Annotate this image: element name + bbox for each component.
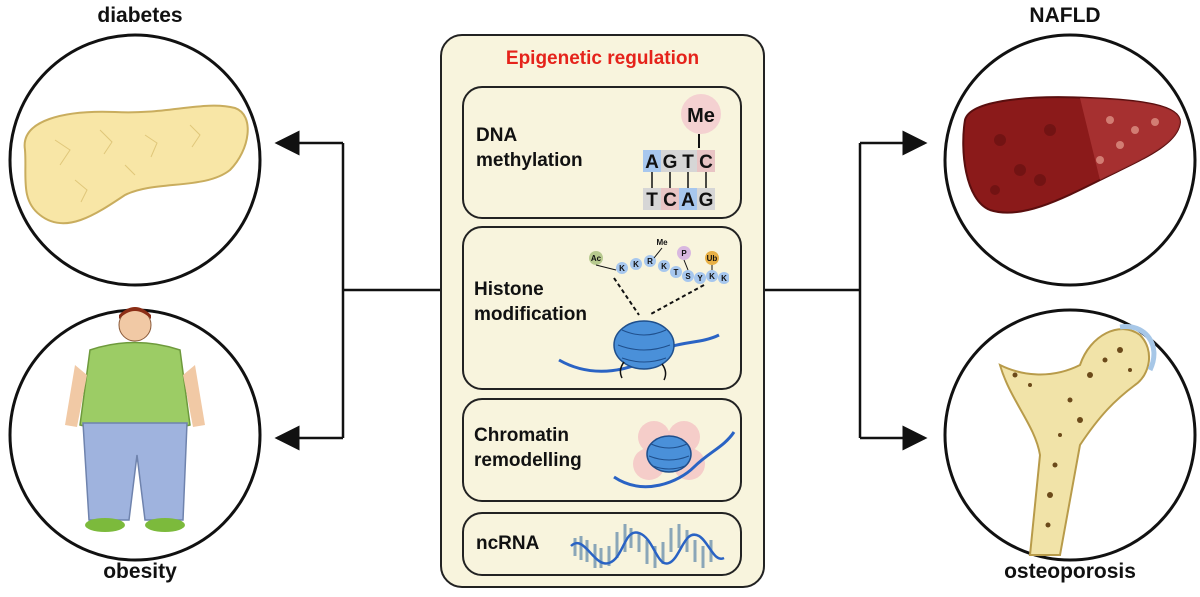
label-osteoporosis: osteoporosis bbox=[1004, 560, 1136, 583]
svg-text:S: S bbox=[685, 272, 691, 281]
svg-text:Me: Me bbox=[656, 238, 668, 247]
svg-text:A: A bbox=[645, 152, 659, 173]
me-mark: Me bbox=[687, 105, 715, 127]
pancreas-icon bbox=[23, 104, 249, 225]
liver-circle bbox=[943, 33, 1197, 287]
svg-text:G: G bbox=[699, 190, 714, 211]
obese-person-icon bbox=[65, 307, 205, 532]
obesity-circle bbox=[8, 307, 262, 562]
epigenetic-regulation-box: Epigenetic regulation DNA methylation Me bbox=[440, 34, 765, 588]
label-obesity: obesity bbox=[103, 560, 177, 583]
panel-ncrna-text: ncRNA bbox=[476, 533, 540, 554]
panel-dna-text: DNA methylation bbox=[476, 125, 583, 171]
ncrna-wave-icon bbox=[570, 524, 725, 568]
histone-modification-icon: Ac Me P Ub K K R K T S Y K K bbox=[558, 238, 729, 381]
center-title: Epigenetic regulation bbox=[505, 48, 700, 69]
svg-text:R: R bbox=[647, 257, 653, 266]
svg-text:Ac: Ac bbox=[591, 254, 602, 263]
svg-text:T: T bbox=[646, 190, 658, 211]
svg-text:C: C bbox=[699, 152, 713, 173]
svg-text:K: K bbox=[661, 262, 667, 271]
panel-dna-methylation: DNA methylation Me A bbox=[462, 86, 742, 219]
svg-text:A: A bbox=[681, 190, 695, 211]
panel-histone-modification: Histone modification Ac Me P Ub K K R K … bbox=[462, 226, 742, 390]
svg-text:Ub: Ub bbox=[707, 254, 718, 263]
label-nafld: NAFLD bbox=[1029, 4, 1101, 27]
panel-chromatin-remodelling: Chromatin remodelling bbox=[462, 398, 742, 502]
svg-text:K: K bbox=[721, 274, 727, 283]
svg-text:C: C bbox=[663, 190, 677, 211]
panel-ncrna: ncRNA bbox=[462, 512, 742, 576]
chromatin-remodelling-icon bbox=[613, 421, 736, 488]
svg-text:P: P bbox=[681, 249, 687, 258]
nucleosome-icon-2 bbox=[646, 435, 692, 473]
svg-text:K: K bbox=[633, 260, 639, 269]
pancreas-circle bbox=[8, 33, 262, 287]
svg-text:T: T bbox=[674, 268, 679, 277]
panel-chromatin-text: Chromatin remodelling bbox=[474, 425, 582, 471]
femur-icon bbox=[998, 328, 1151, 556]
svg-text:K: K bbox=[709, 272, 715, 281]
label-diabetes: diabetes bbox=[97, 4, 183, 27]
svg-text:G: G bbox=[663, 152, 678, 173]
panel-histone-text: Histone modification bbox=[474, 279, 587, 325]
bone-circle bbox=[943, 308, 1197, 562]
svg-text:Y: Y bbox=[697, 274, 703, 283]
dna-methylation-icon: Me A G T C T bbox=[643, 94, 721, 211]
svg-text:T: T bbox=[682, 152, 694, 173]
svg-text:K: K bbox=[619, 264, 625, 273]
